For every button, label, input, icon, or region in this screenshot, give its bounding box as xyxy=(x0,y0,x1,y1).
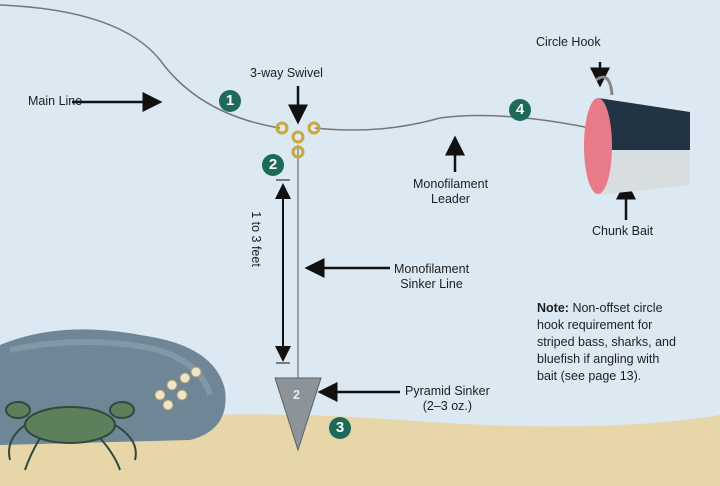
note-line: Non-offset circle xyxy=(572,301,663,315)
label-pyramid-1: Pyramid Sinker xyxy=(405,384,490,398)
chunk-bait xyxy=(584,75,690,195)
label-leader-2: Leader xyxy=(431,192,470,206)
note-line: bait (see page 13). xyxy=(537,369,642,383)
leader-line xyxy=(314,114,591,131)
step-badge-2: 2 xyxy=(262,154,284,176)
pointer-arrows xyxy=(72,62,636,402)
crab xyxy=(5,401,137,471)
step-badge-1: 1 xyxy=(219,90,241,112)
label-leader-1: Monofilament xyxy=(413,177,489,191)
label-length: 1 to 3 feet xyxy=(248,211,263,267)
step-badge-3: 3 xyxy=(329,417,351,439)
label-sinker-line-1: Monofilament xyxy=(394,262,470,276)
label-main-line: Main Line xyxy=(28,94,83,108)
pyramid-sinker xyxy=(274,377,322,452)
barnacles xyxy=(154,366,202,411)
note-line: hook requirement for xyxy=(537,318,653,332)
swivel xyxy=(275,121,321,159)
label-pyramid: Pyramid Sinker(2–3 oz.) xyxy=(405,384,490,414)
note-title: Note: xyxy=(537,301,569,315)
note-line: bluefish if angling with xyxy=(537,352,660,366)
sinker-weight-mark: 2 xyxy=(293,388,300,402)
note-line: striped bass, sharks, and xyxy=(537,335,676,349)
step-badge-4: 4 xyxy=(509,99,531,121)
label-swivel: 3-way Swivel xyxy=(250,66,323,80)
main-line xyxy=(0,4,281,129)
label-circle-hook: Circle Hook xyxy=(536,35,601,49)
label-sinker-line-2: Sinker Line xyxy=(400,277,463,291)
label-chunk-bait: Chunk Bait xyxy=(592,224,654,238)
label-pyramid-2: (2–3 oz.) xyxy=(422,399,473,413)
note-text: Note: Non-offset circle hook requirement… xyxy=(537,300,676,385)
